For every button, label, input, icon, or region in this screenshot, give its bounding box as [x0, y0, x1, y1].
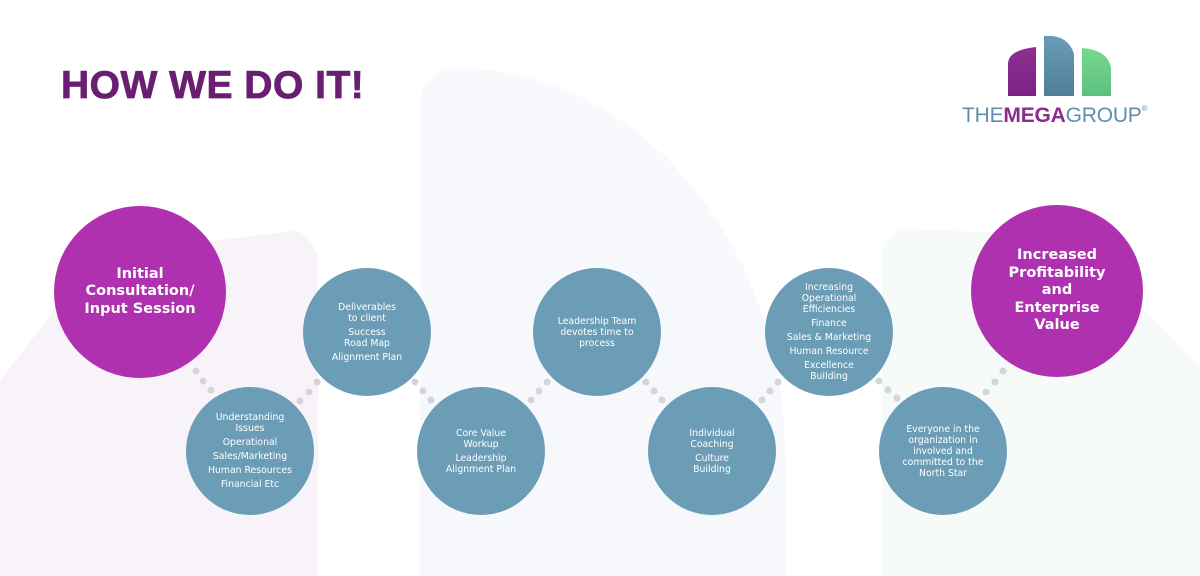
step-text: Financial Etc: [220, 479, 280, 490]
step-text: Enterprise: [1014, 299, 1100, 316]
step-text: Increased: [1017, 247, 1097, 264]
step-operational-efficiencies: Increasing Operational Efficiencies Fina…: [765, 268, 893, 396]
step-text: Sales & Marketing: [786, 332, 872, 343]
step-text: Core Value Workup: [455, 427, 506, 450]
step-text: Everyone in the organization in involved…: [902, 423, 984, 479]
logo-wordmark: THEMEGAGROUP®: [962, 104, 1148, 128]
step-text: Human Resources: [208, 465, 292, 476]
step-text: Initial: [116, 265, 164, 282]
step-understanding-issues: Understanding Issues Operational Sales/M…: [186, 387, 314, 515]
step-text: Excellence Building: [804, 360, 854, 382]
step-text: and: [1041, 282, 1073, 299]
step-core-value-workup: Core Value Workup Leadership Alignment P…: [417, 387, 545, 515]
step-text: Deliverables to client: [338, 301, 396, 324]
step-text: Understanding Issues: [215, 412, 285, 434]
step-text: Input Session: [84, 300, 196, 317]
step-text: Leadership Team devotes time to process: [557, 315, 637, 349]
step-text: Alignment Plan: [331, 351, 403, 363]
step-text: Culture Building: [693, 452, 731, 475]
step-initial-consultation: Initial Consultation/ Input Session: [54, 206, 226, 378]
step-leadership-team: Leadership Team devotes time to process: [533, 268, 661, 396]
step-text: Sales/Marketing: [212, 451, 288, 462]
step-text: Finance: [811, 318, 847, 329]
logo-bars-icon: [1008, 35, 1111, 96]
step-text: Leadership Alignment Plan: [445, 452, 517, 475]
logo-suffix: GROUP: [1065, 104, 1142, 127]
step-text: Value: [1034, 317, 1080, 334]
step-text: Profitability: [1008, 264, 1106, 281]
step-increased-profitability: Increased Profitability and Enterprise V…: [971, 205, 1143, 377]
step-text: Individual Coaching: [689, 427, 735, 450]
step-north-star: Everyone in the organization in involved…: [879, 387, 1007, 515]
page-title: HOW WE DO IT!: [61, 64, 365, 107]
logo-prefix: THE: [962, 104, 1004, 127]
step-deliverables: Deliverables to client Success Road Map …: [303, 268, 431, 396]
registered-mark: ®: [1141, 104, 1148, 113]
step-text: Success Road Map: [344, 326, 390, 349]
step-text: Consultation/: [85, 283, 195, 300]
step-text: Increasing Operational Efficiencies: [801, 282, 857, 315]
step-individual-coaching: Individual Coaching Culture Building: [648, 387, 776, 515]
step-text: Human Resource: [789, 346, 869, 357]
step-text: Operational: [222, 437, 278, 448]
logo-brand: MEGA: [1003, 104, 1066, 127]
company-logo: THEMEGAGROUP®: [958, 30, 1163, 130]
